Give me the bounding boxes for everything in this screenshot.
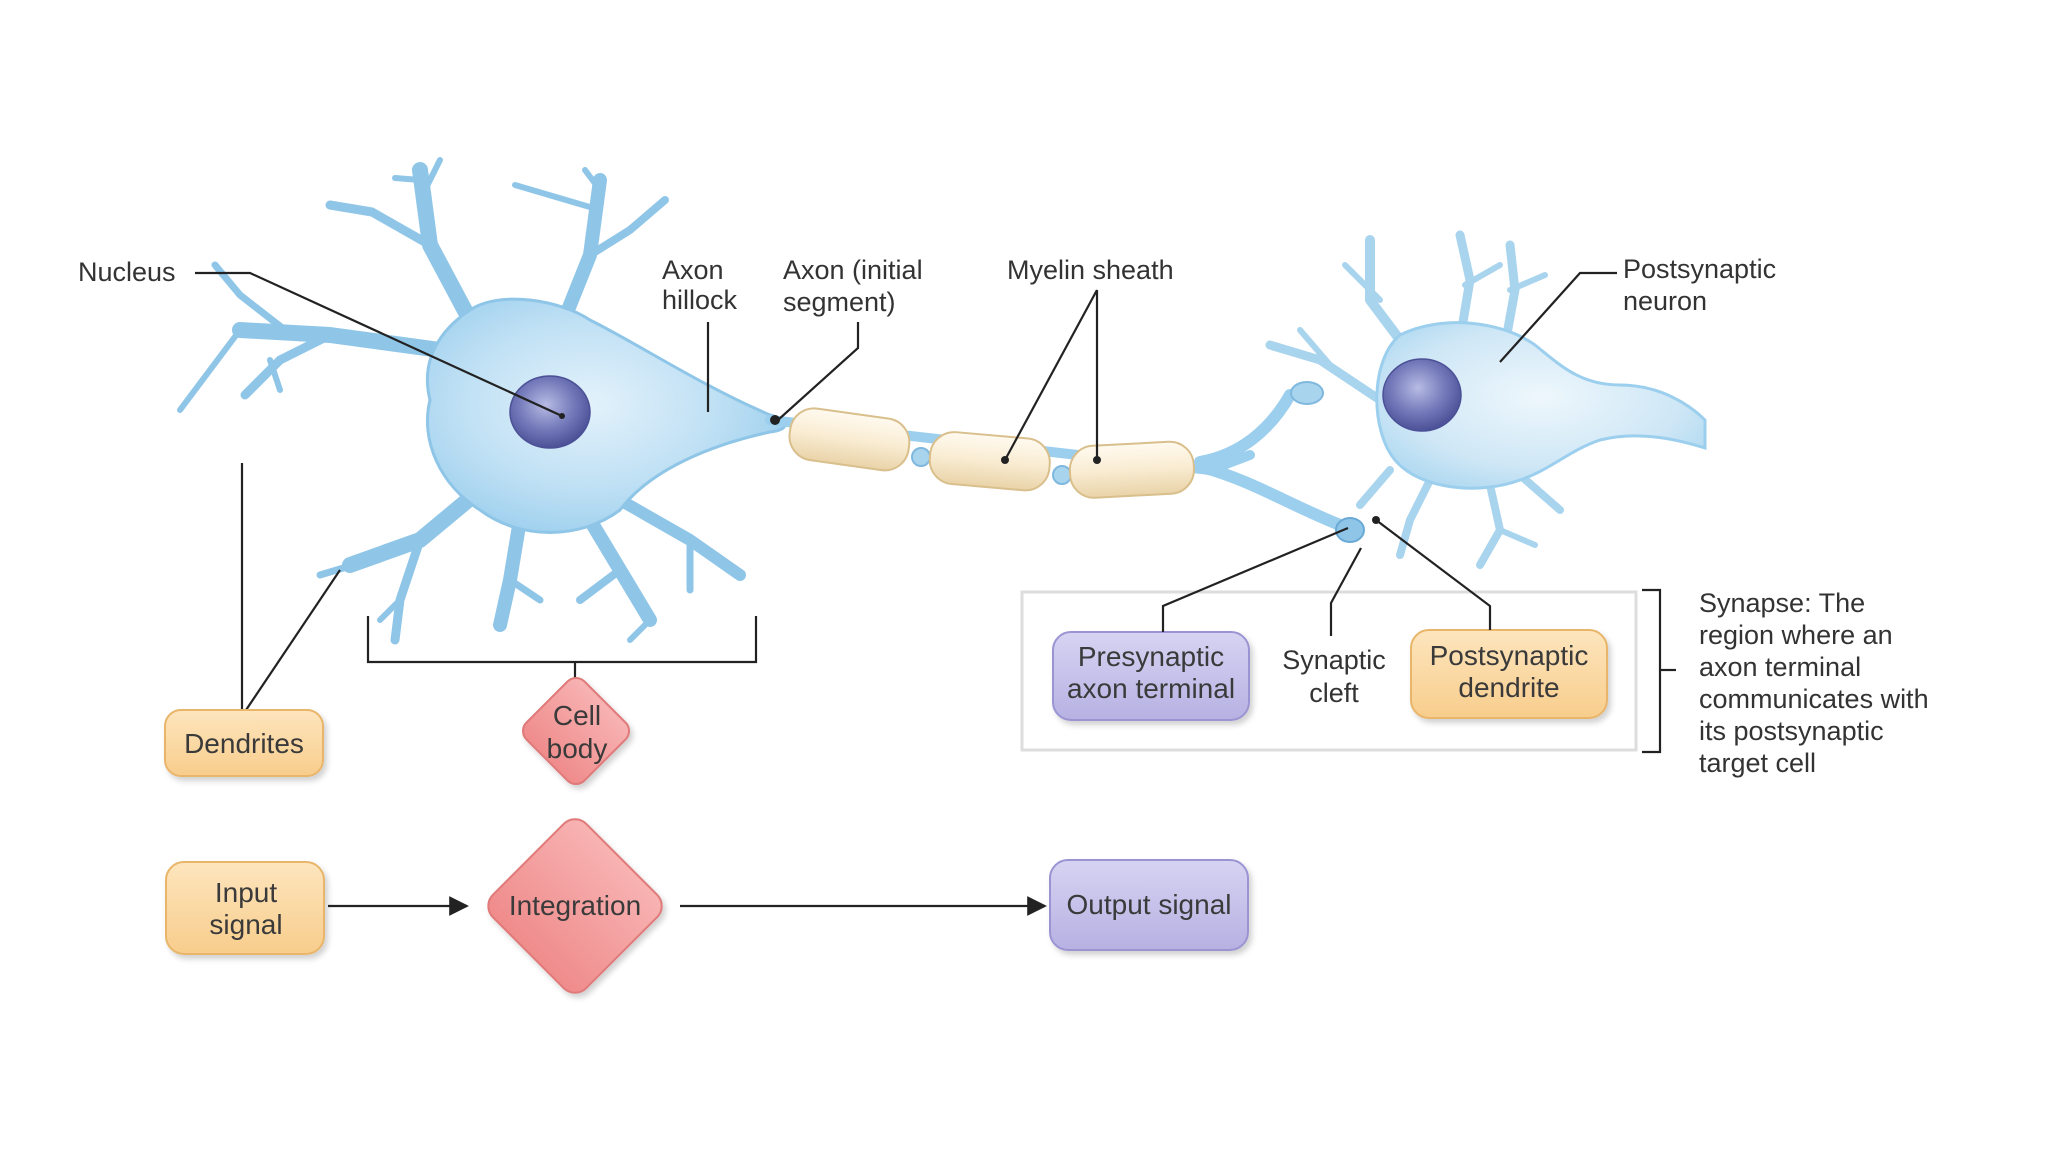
axon-initial-segment-label: segment) [783, 287, 896, 317]
cell-body-label: body [547, 733, 608, 764]
postsynaptic-neuron-label: Postsynaptic [1623, 254, 1776, 284]
cell-body-diamond [521, 676, 631, 786]
postsynaptic-dendrites [1265, 230, 1564, 569]
presynaptic-axon-terminal-label: Presynaptic [1078, 641, 1224, 672]
output-signal-label: Output signal [1067, 889, 1232, 920]
axon-hillock-label: Axon [662, 255, 724, 285]
presynaptic-axon-terminal-label: axon terminal [1067, 673, 1235, 704]
myelin-segment [928, 431, 1051, 492]
dendrite-branches [177, 157, 746, 645]
svg-text:target cell: target cell [1699, 748, 1816, 778]
synaptic-cleft-label: Synaptic [1282, 645, 1386, 675]
svg-text:communicates with: communicates with [1699, 684, 1929, 714]
input-signal-label: Input [215, 877, 277, 908]
integration-label: Integration [509, 890, 641, 921]
synaptic-cleft-label: cleft [1309, 678, 1359, 708]
postsynaptic-dendrite-box [1410, 629, 1608, 719]
presynaptic-axon-terminal-box [1052, 631, 1250, 721]
nucleus-label: Nucleus [78, 257, 176, 287]
integration-diamond [487, 818, 663, 994]
svg-text:Synapse: The: Synapse: The [1699, 588, 1865, 618]
postsynaptic-neuron [1265, 230, 1707, 569]
cell-body-shape [425, 297, 787, 534]
dendrites-label: Dendrites [184, 728, 304, 759]
input-signal-label: signal [209, 909, 282, 940]
postsynaptic-dendrite-label: dendrite [1458, 672, 1559, 703]
myelin-segment [788, 407, 911, 472]
cell-body-label: Cell [553, 700, 601, 731]
axon-initial-segment-label: Axon (initial [783, 255, 923, 285]
svg-text:region where an: region where an [1699, 620, 1893, 650]
nucleus-shape [509, 375, 591, 449]
input-signal-box [165, 861, 325, 955]
postsynaptic-neuron-label: neuron [1623, 286, 1707, 316]
synapse-description: Synapse: The region where an axon termin… [1699, 588, 1929, 778]
output-signal-box [1049, 859, 1249, 951]
dendrites-box [164, 709, 324, 777]
postsynaptic-dendrite-label: Postsynaptic [1430, 640, 1589, 671]
presynaptic-neuron [177, 157, 787, 645]
myelin-segment [1068, 440, 1195, 499]
synapse-panel [1020, 590, 1638, 752]
axon [765, 381, 1365, 543]
myelin-sheath-label: Myelin sheath [1007, 255, 1174, 285]
postsynaptic-cell-body [1375, 321, 1707, 490]
svg-text:its postsynaptic: its postsynaptic [1699, 716, 1884, 746]
axon-hillock-label: hillock [662, 285, 738, 315]
svg-text:axon terminal: axon terminal [1699, 652, 1861, 682]
